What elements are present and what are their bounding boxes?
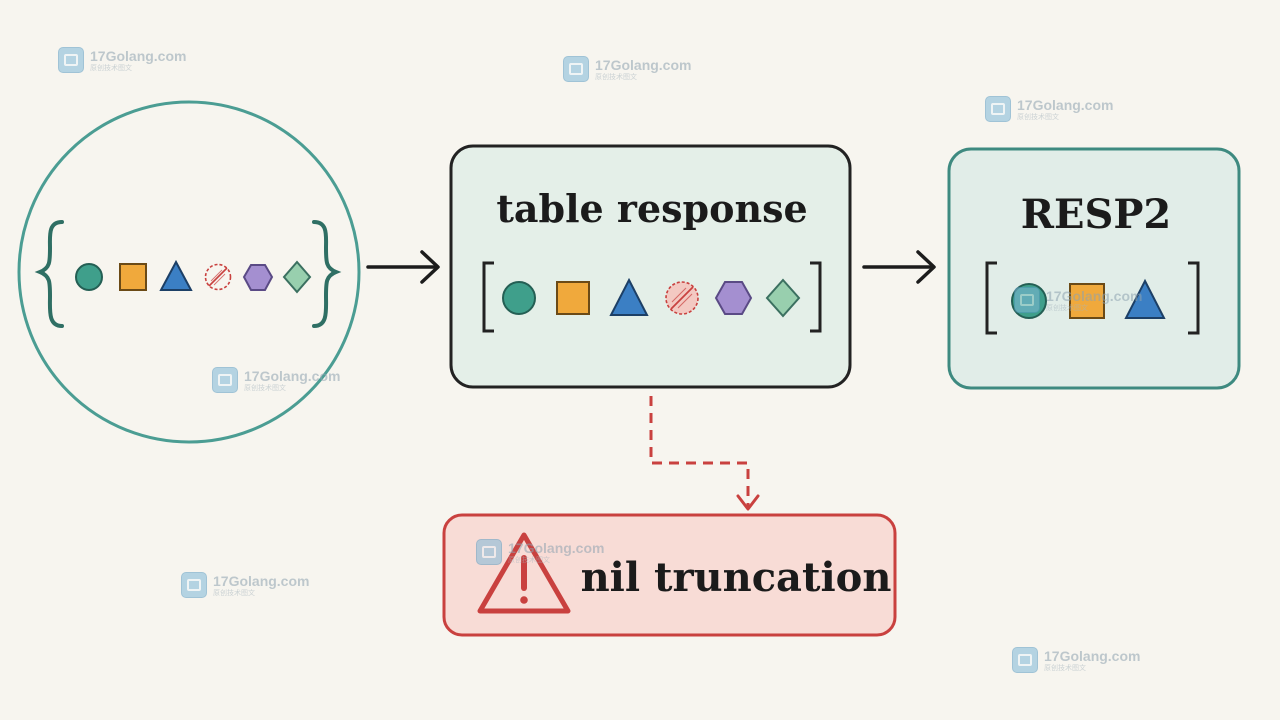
hexagon-icon <box>242 264 274 291</box>
right-bracket <box>1188 261 1200 335</box>
circle-icon <box>1011 283 1047 319</box>
diamond-icon <box>765 278 801 318</box>
nil-icon <box>665 281 699 315</box>
circle-icon <box>502 281 536 315</box>
square-icon <box>556 281 590 315</box>
left-bracket <box>985 261 997 335</box>
nil-icon <box>204 263 232 291</box>
warning-label: nil truncation <box>581 554 892 601</box>
hexagon-icon <box>714 281 753 315</box>
triangle-icon <box>159 259 193 291</box>
warning-box: nil truncation <box>442 513 897 637</box>
triangle-icon <box>1124 278 1166 319</box>
table-response-title: table response <box>496 186 807 231</box>
circle-icon <box>75 263 103 291</box>
arrow-table-to-resp2 <box>862 250 936 284</box>
arrow-source-to-table <box>366 250 440 284</box>
dashed-arrow-to-warning <box>649 396 760 511</box>
warning-icon <box>477 532 571 614</box>
source-set <box>17 100 361 444</box>
square-icon <box>119 263 147 291</box>
left-bracket <box>482 261 494 333</box>
source-set-circle <box>17 100 361 444</box>
left-brace <box>34 220 64 328</box>
right-bracket <box>810 261 822 333</box>
triangle-icon <box>609 277 649 316</box>
resp2-title: RESP2 <box>1021 191 1172 238</box>
table-response-box: table response <box>449 144 852 389</box>
right-brace <box>312 220 342 328</box>
diamond-icon <box>282 260 312 294</box>
resp2-box: RESP2 <box>947 147 1241 390</box>
square-icon <box>1069 283 1105 319</box>
